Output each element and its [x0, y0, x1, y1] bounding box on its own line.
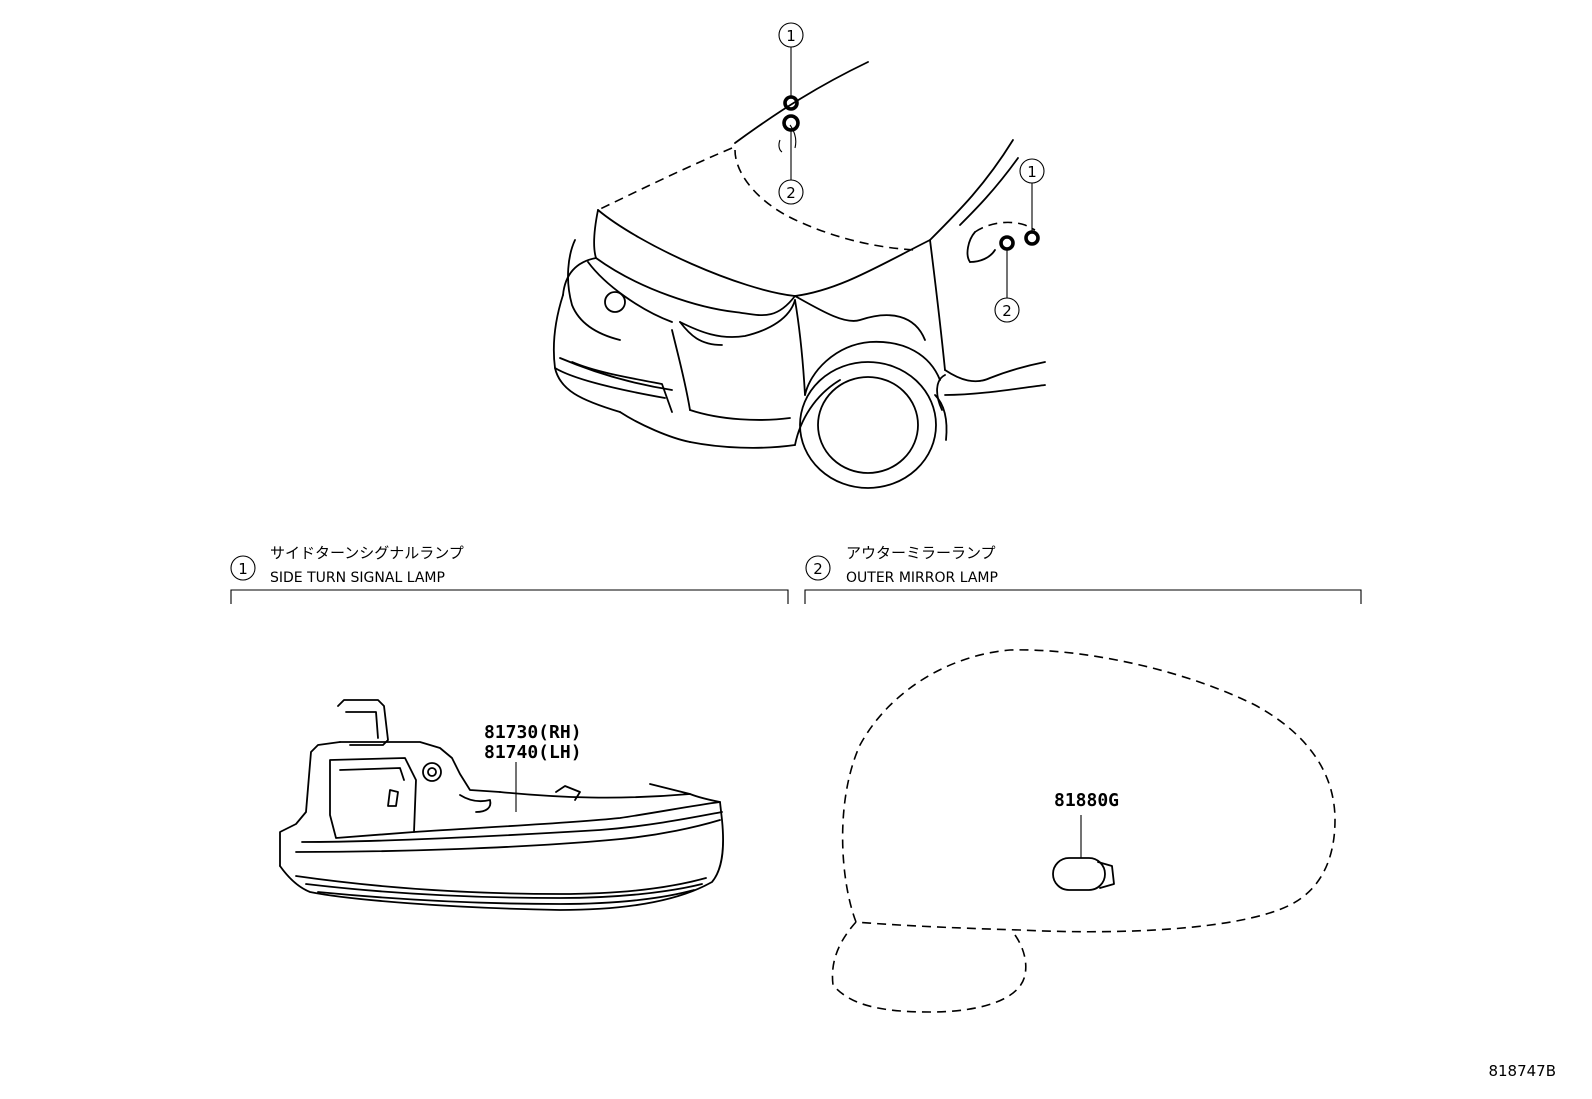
- part-number-bulb: 81880G: [1054, 790, 1119, 811]
- side-turn-signal-marker: [1024, 230, 1040, 246]
- vehicle-callouts: 1 2 1 2: [778, 22, 1045, 323]
- section-number: 2: [813, 560, 823, 578]
- figure-id: 818747B: [1488, 1062, 1556, 1080]
- section-number-circle: [230, 555, 256, 581]
- side-turn-signal-marker: [783, 95, 799, 111]
- section-outer-mirror-lamp: 2 アウターミラーランプ OUTER MIRROR LAMP: [804, 544, 1362, 604]
- section-bracket: [230, 589, 789, 604]
- callout-number: 1: [786, 27, 796, 45]
- side-turn-signal-lamp-drawing: [279, 699, 725, 911]
- section-bracket: [804, 589, 1362, 604]
- callout-number: 2: [1002, 302, 1012, 320]
- part-number-lh: 81740(LH): [484, 742, 582, 763]
- vehicle-overview: [552, 61, 1046, 489]
- section-title-en: SIDE TURN SIGNAL LAMP: [270, 570, 445, 586]
- section-title-jp: サイドターンシグナルランプ: [270, 544, 464, 562]
- section-number-circle: [805, 555, 831, 581]
- section-side-turn-signal: 1 サイドターンシグナルランプ SIDE TURN SIGNAL LAMP: [230, 544, 789, 604]
- part-number-rh: 81730(RH): [484, 722, 582, 743]
- section-number: 1: [238, 560, 248, 578]
- callout-number: 1: [1027, 163, 1037, 181]
- callout-circle: [994, 297, 1020, 323]
- callout-circle: [778, 179, 804, 205]
- outer-mirror-lamp-marker: [999, 235, 1015, 251]
- section-title-en: OUTER MIRROR LAMP: [846, 570, 998, 586]
- section-title-jp: アウターミラーランプ: [846, 544, 996, 562]
- callout-number: 2: [786, 184, 796, 202]
- outer-mirror-drawing: [831, 649, 1336, 1013]
- outer-mirror-lamp-marker: [782, 114, 800, 132]
- bulb-icon: [1052, 815, 1115, 891]
